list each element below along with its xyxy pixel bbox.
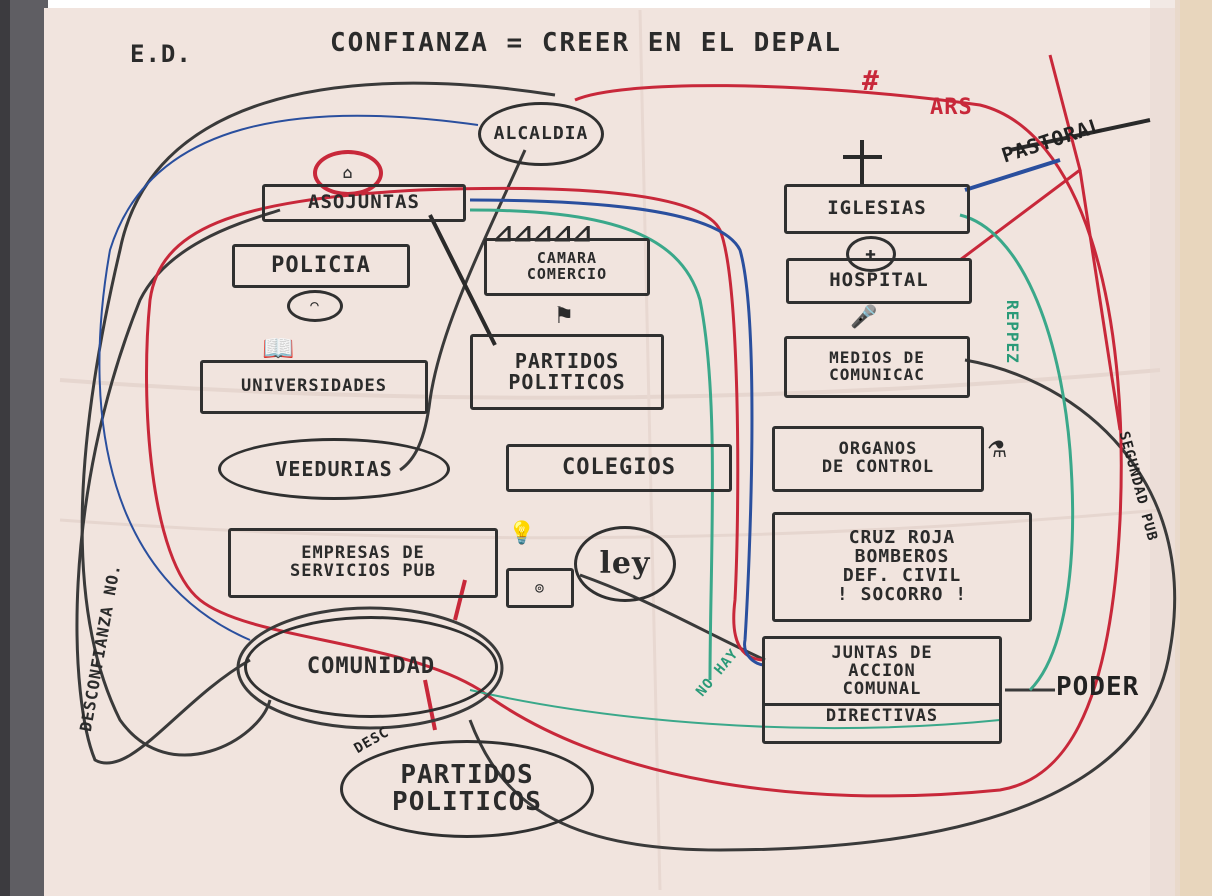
iglesias-node: IGLESIAS (784, 184, 970, 234)
empresas-label-2: SERVICIOS PUB (289, 561, 437, 581)
police-hat-icon: ◠ (287, 290, 343, 322)
factory-icon: ⊿⊿⊿⊿⊿ (492, 218, 593, 248)
colegios-node: COLEGIOS (506, 444, 732, 492)
partidos-top-label-2: POLITICOS (508, 370, 626, 394)
microphone-icon: 🎤 (850, 305, 879, 330)
hospital-node: HOSPITAL (786, 258, 972, 304)
asojuntas-label: ASOJUNTAS (308, 191, 420, 214)
camara-comercio-node: CAMARA COMERCIO (484, 238, 650, 296)
medios-label-2: COMUNICAC (829, 365, 925, 384)
hospital-cross-icon: ✚ (846, 236, 896, 272)
ars-label: ARS (930, 95, 973, 120)
organos-label-1: ORGANOS (838, 439, 918, 460)
red-hash-mark: # (862, 64, 880, 97)
cruz-label-4: ! SOCORRO ! (836, 583, 968, 605)
juntas-label-3: COMUNAL (842, 678, 922, 699)
veedurias-node: VEEDURIAS (218, 438, 450, 500)
universidades-node: UNIVERSIDADES (200, 360, 428, 414)
comunidad-node: COMUNIDAD (244, 616, 498, 718)
flask-icon: ⚗ (988, 430, 1008, 465)
veedurias-label: VEEDURIAS (275, 456, 393, 481)
top-left-mark: E.D. (130, 40, 192, 68)
empresas-node: EMPRESAS DE SERVICIOS PUB (228, 528, 498, 598)
ley-node: ley (574, 526, 676, 602)
book-icon: 📖 (262, 334, 296, 364)
meter-box-icon: ◎ (506, 568, 574, 608)
universidades-label: UNIVERSIDADES (240, 376, 388, 397)
camara-label-1: CAMARA (536, 249, 598, 268)
cruz-label-2: BOMBEROS (854, 546, 950, 568)
medios-node: MEDIOS DE COMUNICAC (784, 336, 970, 398)
policia-label: POLICIA (271, 253, 371, 279)
organos-control-node: ORGANOS DE CONTROL (772, 426, 984, 492)
comunidad-label: COMUNIDAD (306, 654, 436, 680)
partidos-top-node: PARTIDOS POLITICOS (470, 334, 664, 410)
alcaldia-node: ALCALDIA (478, 102, 604, 166)
asojuntas-logo-icon: ⌂ (313, 150, 383, 196)
policia-node: POLICIA (232, 244, 410, 288)
juntas-footer: DIRECTIVAS (765, 702, 999, 726)
colegios-label: COLEGIOS (562, 455, 676, 481)
juntas-label-2: ACCION (848, 660, 916, 681)
cruz-label-1: CRUZ ROJA (848, 527, 956, 549)
partidos-bottom-node: PARTIDOS POLITICOS (340, 740, 594, 838)
partidos-bottom-label-2: POLITICOS (392, 787, 542, 817)
iglesias-label: IGLESIAS (827, 197, 927, 220)
medios-label-1: MEDIOS DE (829, 348, 925, 368)
juntas-node: JUNTAS DE ACCION COMUNAL DIRECTIVAS (762, 636, 1002, 744)
asojuntas-node: ASOJUNTAS (262, 184, 466, 222)
partidos-top-label-1: PARTIDOS (514, 349, 620, 373)
alcaldia-label: ALCALDIA (493, 122, 589, 144)
camara-label-2: COMERCIO (526, 265, 608, 283)
juntas-label-1: JUNTAS DE (831, 643, 933, 663)
lightbulb-icon: 💡 (508, 521, 537, 546)
cruz-label-3: DEF. CIVIL (842, 565, 962, 586)
hospital-label: HOSPITAL (829, 269, 929, 292)
right-green-vertical-label: REPPEZ (1003, 300, 1022, 364)
cruz-roja-node: CRUZ ROJA BOMBEROS DEF. CIVIL ! SOCORRO … (772, 512, 1032, 622)
empresas-label-1: EMPRESAS DE (301, 543, 425, 564)
ley-label: ley (599, 546, 651, 582)
poder-label: PODER (1056, 672, 1140, 702)
organos-label-2: DE CONTROL (821, 457, 935, 477)
flag-icon: ⚑ (556, 300, 573, 330)
partidos-bottom-label-1: PARTIDOS (400, 759, 534, 790)
diagram-title: CONFIANZA = CREER EN EL DEPAL (330, 28, 842, 58)
